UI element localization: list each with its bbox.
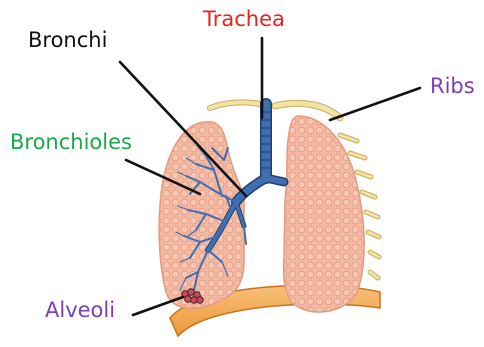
alveoli-label: Alveoli: [45, 300, 115, 321]
ribs-label: Ribs: [430, 76, 475, 97]
trachea-label: Trachea: [203, 9, 285, 30]
ribs-leader: [330, 88, 420, 120]
bronchi-label: Bronchi: [28, 30, 107, 51]
bronchioles-label: Bronchioles: [10, 132, 132, 153]
right-lung: [284, 116, 365, 312]
